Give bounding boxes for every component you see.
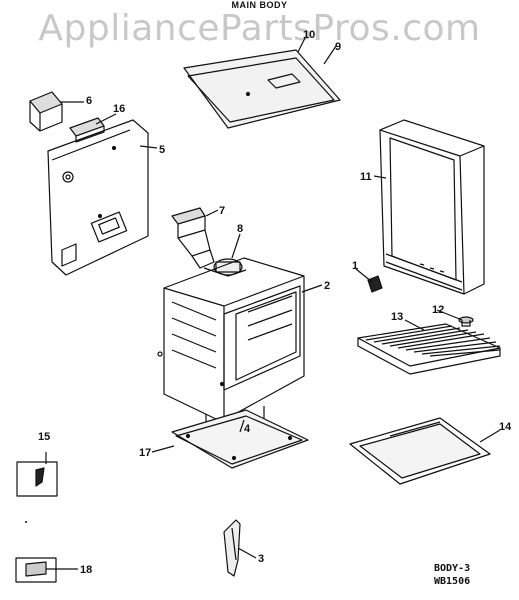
callout-7: 7 (219, 205, 225, 217)
callout-15: 15 (38, 431, 50, 443)
diagram-title: MAIN BODY (231, 0, 288, 10)
callout-17: 17 (139, 447, 151, 459)
part-leg-bracket[interactable] (223, 519, 241, 577)
callout-18: 18 (80, 564, 92, 576)
part-broiler-pan[interactable] (349, 417, 491, 485)
part-oven-door[interactable] (379, 119, 485, 295)
callout-5: 5 (159, 144, 165, 156)
callout-4: 4 (244, 423, 251, 435)
part-oven-rack[interactable] (357, 323, 501, 375)
callout-13: 13 (391, 311, 403, 323)
callout-1: 1 (352, 260, 358, 272)
part-knob[interactable] (367, 275, 383, 293)
callout-6: 6 (86, 95, 92, 107)
part-back-panel[interactable] (47, 119, 149, 276)
callout-11: 11 (360, 171, 372, 183)
callout-9: 9 (335, 41, 341, 53)
page-code: BODY-3 (434, 563, 471, 574)
callout-16: 16 (113, 103, 125, 115)
part-oven-body[interactable] (157, 257, 305, 441)
watermark-text: AppliancePartsPros.com (38, 8, 481, 49)
callout-12: 12 (432, 304, 444, 316)
part-15[interactable] (16, 461, 58, 497)
part-top-panel[interactable] (183, 49, 341, 129)
part-vent-duct[interactable] (171, 207, 215, 269)
part-16[interactable] (69, 117, 105, 143)
callout-3: 3 (258, 553, 264, 565)
callout-10: 10 (303, 29, 315, 41)
part-bottom-plate[interactable] (171, 409, 309, 469)
part-18[interactable] (15, 557, 57, 583)
callout-14: 14 (499, 421, 512, 433)
part-6[interactable] (29, 91, 63, 132)
part-burner[interactable] (203, 258, 247, 277)
part-screw[interactable] (458, 316, 474, 327)
callout-2: 2 (324, 280, 330, 292)
callout-8: 8 (237, 223, 243, 235)
model-code: WB1506 (434, 576, 471, 587)
